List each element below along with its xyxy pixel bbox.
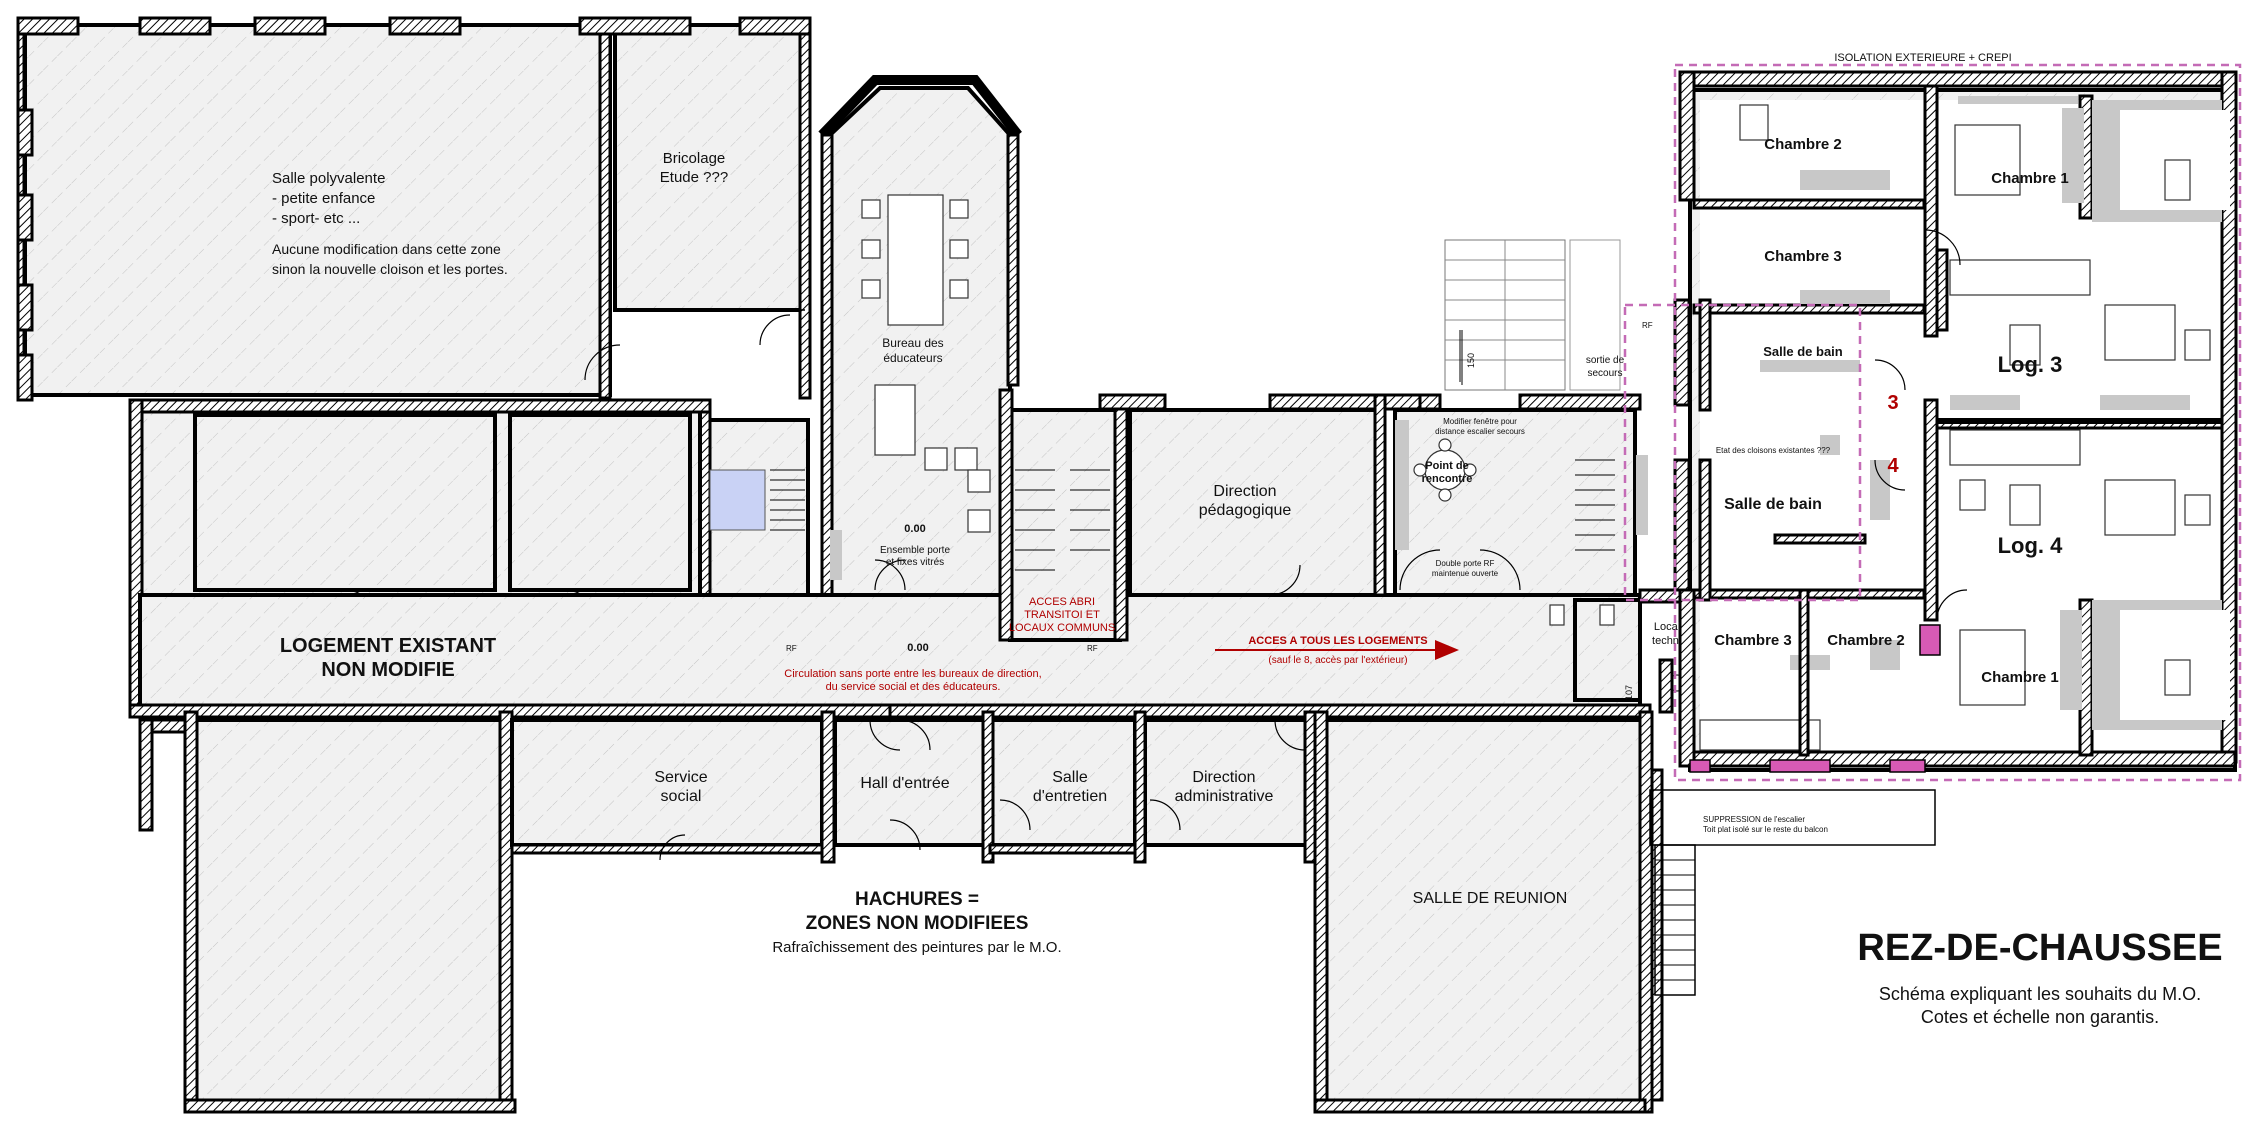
salle-polyvalente-zone — [16, 16, 812, 402]
salle-entretien-label: Salle — [1052, 769, 1088, 786]
lower-rooms — [510, 710, 1319, 864]
salle-reunion-zone — [1274, 710, 1664, 1114]
chambre2-bottom-label: Chambre 2 — [1827, 632, 1905, 649]
sortie-secours-sublabel: secours — [1587, 368, 1622, 379]
hachures-note: Rafraîchissement des peintures par le M.… — [772, 939, 1061, 956]
double-porte-note-2: maintenue ouverte — [1432, 569, 1499, 578]
corridor-level: 0.00 — [907, 642, 928, 654]
bureau-educateurs-sublabel: éducateurs — [883, 351, 942, 365]
service-social-label: Service — [654, 769, 707, 786]
direction-pedagogique-label: Direction — [1213, 483, 1276, 500]
page-subtitle: Schéma expliquant les souhaits du M.O. — [1879, 984, 2201, 1004]
salle-polyvalente-item1: - petite enfance — [272, 190, 375, 207]
page-subtitle-2: Cotes et échelle non garantis. — [1921, 1007, 2159, 1027]
hachures-subtitle: ZONES NON MODIFIEES — [806, 913, 1029, 934]
unit-number-3: 3 — [1887, 392, 1898, 414]
exterior-stair — [1649, 789, 1936, 996]
isolation-note: ISOLATION EXTERIEURE + CREPI — [1834, 52, 2011, 64]
chambre3-bottom-label: Chambre 3 — [1714, 632, 1792, 649]
acces-logements-label: ACCES A TOUS LES LOGEMENTS — [1248, 635, 1427, 647]
modifier-fenetre-note-2: distance escalier secours — [1435, 427, 1525, 436]
chambre2-top-label: Chambre 2 — [1764, 136, 1842, 153]
unit-number-4: 4 — [1887, 455, 1899, 477]
chambre3-top-label: Chambre 3 — [1764, 248, 1842, 265]
dim-107: 107 — [1624, 685, 1634, 700]
direction-administrative-label: Direction — [1192, 769, 1255, 786]
acces-abri-label-2: TRANSITOI ET — [1024, 609, 1100, 621]
page-title: REZ-DE-CHAUSSEE — [1857, 927, 2222, 969]
etat-cloisons-note: Etat des cloisons existantes ??? — [1716, 446, 1831, 455]
log4-label: Log. 4 — [1998, 533, 2064, 558]
salle-bain-bottom-label: Salle de bain — [1724, 496, 1822, 513]
acces-abri-label: ACCES ABRI — [1029, 596, 1095, 608]
local-techn-zone — [1549, 588, 1692, 714]
dim-150: 150 — [1466, 353, 1476, 368]
ensemble-porte-sublabel: et fixes vitrés — [886, 557, 944, 568]
rf-label-2: RF — [1087, 644, 1098, 653]
chambre1-top-label: Chambre 1 — [1991, 170, 2069, 187]
service-social-sublabel: social — [661, 788, 702, 805]
logement-lower-zone — [138, 710, 517, 1114]
point-rencontre-zone — [1383, 239, 1648, 597]
bureau-level: 0.00 — [904, 523, 925, 535]
salle-polyvalente-item2: - sport- etc ... — [272, 210, 360, 227]
acces-abri-label-3: LOCAUX COMMUNS — [1009, 622, 1115, 634]
local-techn-sublabel: techn. — [1652, 635, 1682, 647]
hall-entree-label: Hall d'entrée — [860, 775, 949, 792]
rf-label-1: RF — [786, 644, 797, 653]
bureau-educateurs-zone — [818, 75, 1022, 607]
logement-existant-label: LOGEMENT EXISTANT — [280, 635, 496, 657]
sortie-secours-label: sortie de — [1586, 355, 1625, 366]
direction-pedagogique-sublabel: pédagogique — [1199, 502, 1292, 519]
double-porte-note: Double porte RF — [1436, 559, 1495, 568]
chambre1-bottom-label: Chambre 1 — [1981, 669, 2059, 686]
modifier-fenetre-note: Modifier fenêtre pour — [1443, 417, 1517, 426]
salle-polyvalente-note2: sinon la nouvelle cloison et les portes. — [272, 261, 508, 277]
salle-polyvalente-note1: Aucune modification dans cette zone — [272, 241, 501, 257]
suppression-note: SUPPRESSION de l'escalier — [1703, 815, 1805, 824]
suppression-note-2: Toit plat isolé sur le reste du balcon — [1703, 825, 1828, 834]
direction-pedagogique-zone — [1098, 393, 1442, 597]
salle-polyvalente-label: Salle polyvalente — [272, 170, 385, 187]
circulation-note: Circulation sans porte entre les bureaux… — [784, 668, 1041, 680]
bricolage-sublabel: Etude ??? — [660, 169, 728, 186]
circulation-note-2: du service social et des éducateurs. — [826, 681, 1001, 693]
salle-reunion-label: SALLE DE REUNION — [1413, 890, 1568, 907]
acces-logements-note: (sauf le 8, accès par l'extérieur) — [1268, 655, 1407, 666]
hachures-title: HACHURES = — [855, 889, 979, 910]
lift-highlight — [709, 469, 766, 531]
ensemble-porte-label: Ensemble porte — [880, 545, 950, 556]
point-rencontre-sublabel: rencontre — [1422, 473, 1473, 485]
logement-existant-sublabel: NON MODIFIE — [321, 659, 454, 681]
point-rencontre-label: Point de — [1425, 460, 1468, 472]
bricolage-label: Bricolage — [663, 150, 726, 167]
local-techn-label: Local — [1654, 621, 1680, 633]
central-stairs — [998, 388, 1129, 642]
log3-label: Log. 3 — [1998, 352, 2063, 377]
direction-administrative-sublabel: administrative — [1175, 788, 1274, 805]
right-wing — [1623, 63, 2242, 782]
salle-entretien-sublabel: d'entretien — [1033, 788, 1107, 805]
bureau-educateurs-label: Bureau des — [882, 336, 943, 350]
corridor-zone — [128, 593, 1652, 719]
salle-bain-top-label: Salle de bain — [1763, 344, 1843, 359]
rf-label-3: RF — [1642, 321, 1653, 330]
